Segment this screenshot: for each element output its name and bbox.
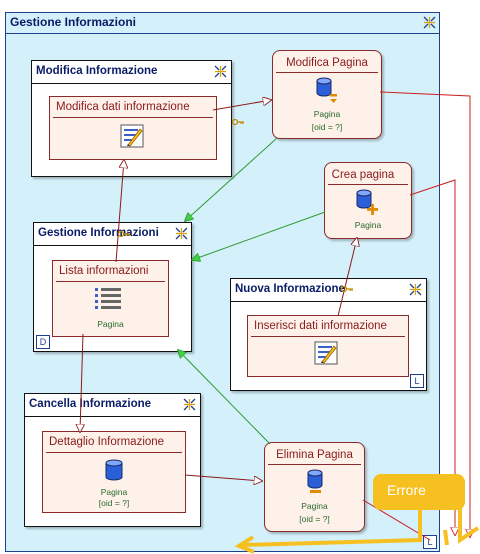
page-title: Modifica Informazione (36, 65, 158, 77)
op-crea-pagina[interactable]: Crea pagina Pagina (324, 162, 412, 239)
unit-selector: [oid = ?] (98, 498, 130, 508)
area-title: Gestione Informazioni (10, 15, 137, 29)
unit-lista-informazioni[interactable]: Lista informazioni Pagina (52, 260, 169, 337)
area-title-divider (6, 33, 439, 34)
operation-divider (276, 72, 378, 73)
landmark-badge: L (423, 535, 437, 549)
op-elimina-pagina[interactable]: Elimina Pagina Pagina [oid = ?] (264, 442, 365, 532)
modify-database-icon (316, 77, 338, 108)
unit-inserisci-dati-informazione[interactable]: Inserisci dati informazione (247, 315, 409, 377)
unit-title: Dettaglio Informazione (49, 436, 165, 448)
database-icon (105, 459, 123, 486)
default-page-badge: D (36, 335, 50, 349)
unit-entity-label: Pagina (97, 319, 124, 329)
index-list-icon (95, 287, 123, 316)
unit-divider (251, 336, 405, 337)
unit-modifica-dati-informazione[interactable]: Modifica dati informazione (49, 96, 217, 160)
page-cancella-informazione[interactable]: Cancella Informazione Dettaglio Informaz… (24, 393, 201, 527)
unit-entity-label: Pagina (100, 487, 128, 497)
operation-divider (268, 464, 361, 465)
unit-divider (46, 452, 182, 453)
landmark-badge: L (410, 374, 424, 388)
operation-selector: [oid = ?] (299, 514, 330, 524)
page-title-divider (25, 416, 200, 417)
unit-divider (53, 117, 213, 118)
expand-icon[interactable] (175, 227, 188, 240)
operation-title: Elimina Pagina (276, 449, 353, 461)
error-callout: Errore (373, 474, 465, 510)
unit-divider (56, 281, 165, 282)
callout-text: Errore (387, 482, 426, 498)
expand-icon[interactable] (214, 65, 227, 78)
operation-entity-label: Pagina (301, 501, 328, 511)
page-title: Gestione Informazioni (38, 227, 159, 239)
create-database-icon (356, 189, 380, 220)
operation-divider (328, 184, 408, 185)
unit-title: Lista informazioni (59, 265, 149, 277)
operation-entity-label: Pagina (313, 109, 341, 119)
expand-icon[interactable] (183, 398, 196, 411)
page-title-divider (32, 83, 231, 84)
unit-title: Inserisci dati informazione (254, 320, 387, 332)
operation-selector: [oid = ?] (311, 122, 343, 132)
page-nuova-informazione[interactable]: Nuova Informazione Inserisci dati inform… (230, 278, 427, 391)
expand-icon[interactable] (409, 283, 422, 296)
entry-form-icon (120, 124, 144, 153)
callout-arrow-mid (443, 529, 449, 546)
unit-dettaglio-informazione[interactable]: Dettaglio Informazione Pagina [oid = ?] (42, 431, 186, 513)
page-title-divider (231, 301, 426, 302)
op-modifica-pagina[interactable]: Modifica Pagina Pagina [oid = ?] (272, 50, 382, 139)
operation-entity-label: Pagina (354, 220, 382, 230)
delete-database-icon (306, 469, 326, 500)
page-modifica-informazione[interactable]: Modifica Informazione Modifica dati info… (31, 60, 232, 177)
operation-title: Crea pagina (331, 169, 395, 181)
page-title: Nuova Informazione (235, 283, 345, 295)
expand-icon[interactable] (423, 16, 436, 29)
page-gestione-informazioni[interactable]: Gestione Informazioni Lista informazioni… (33, 222, 192, 352)
page-title: Cancella Informazione (29, 398, 152, 410)
operation-title: Modifica Pagina (286, 57, 368, 69)
page-title-divider (34, 245, 191, 246)
entry-form-icon (314, 341, 338, 370)
unit-title: Modifica dati informazione (56, 101, 190, 113)
